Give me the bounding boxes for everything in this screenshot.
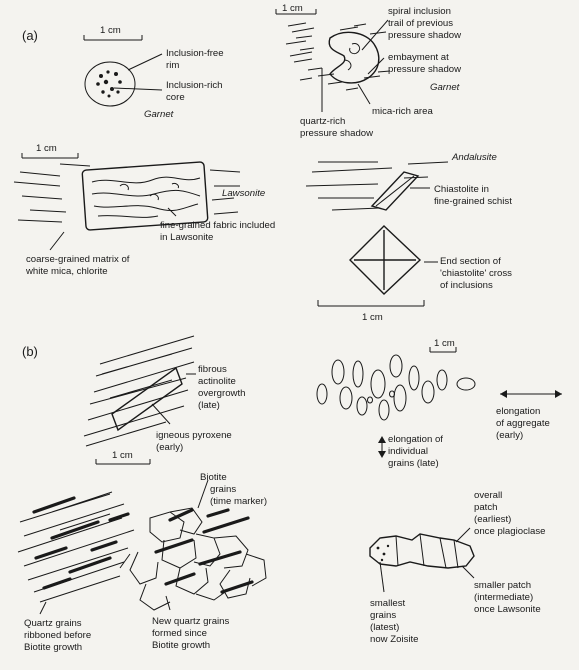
scale-label: 1 cm: [362, 312, 383, 323]
lawsonite-name-label: Lawsonite: [222, 188, 265, 199]
panel-b-label: (b): [22, 344, 38, 359]
panel-a-label: (a): [22, 28, 38, 43]
garnet2-name-label: Garnet: [430, 82, 460, 93]
scale-label: 1 cm: [36, 143, 57, 154]
scale-label: 1 cm: [282, 3, 303, 14]
scale-label: 1 cm: [100, 25, 121, 36]
mica-area-label: mica-rich area: [372, 106, 433, 117]
andalusite-name-label: Andalusite: [451, 152, 497, 163]
smaller-patch-label: smaller patch(intermediate)once Lawsonit…: [474, 580, 541, 615]
lawsonite-sketch: 1 cm Lawsonite fine-grained fabric inclu…: [14, 143, 275, 277]
pyroxene-label: igneous pyroxene(early): [156, 430, 232, 453]
garnet-name-label: Garnet: [144, 109, 174, 120]
scale-label: 1 cm: [434, 338, 455, 349]
scale-label: 1 cm: [112, 450, 133, 461]
